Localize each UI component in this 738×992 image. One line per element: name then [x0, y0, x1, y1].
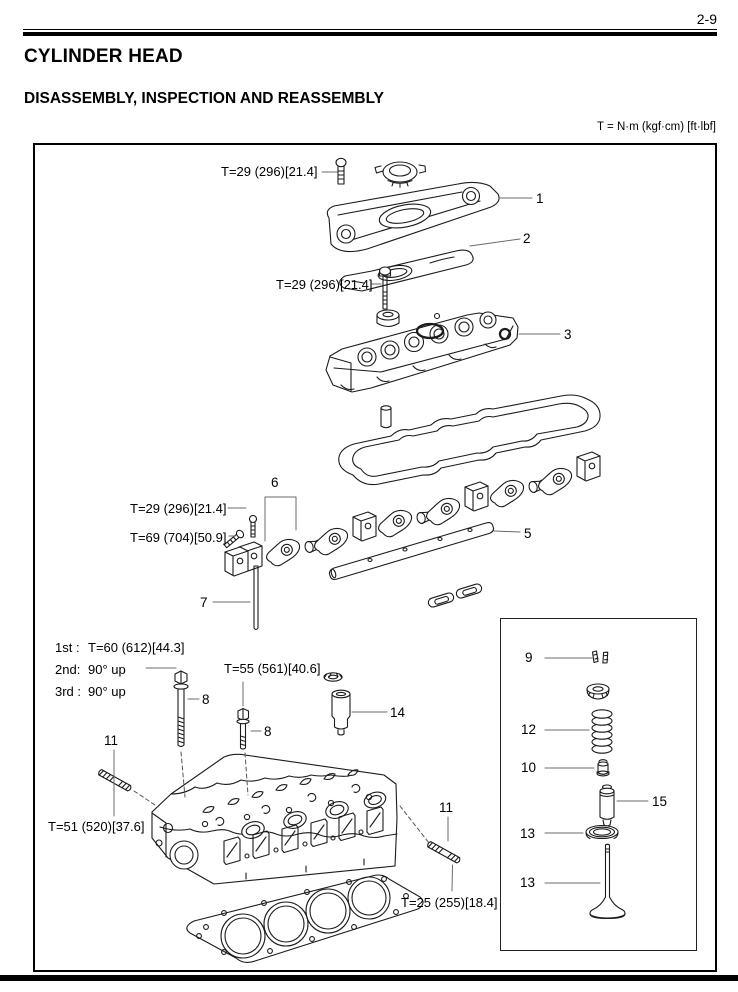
assembly-dashed-lines: [133, 751, 430, 844]
callout-valve-keepers: 9: [525, 650, 533, 665]
note-ordinal-3: 3rd :: [55, 684, 82, 699]
cylinder-head-drawing: [151, 753, 398, 885]
page-bottom-bar: [0, 975, 738, 981]
torque-label-rocker-set-bolt: T=29 (296)[21.4]: [130, 501, 227, 516]
callout-cover-plate: 2: [523, 231, 531, 246]
woodruff-keys-drawing: [427, 583, 483, 608]
callout-stem-seal: 10: [521, 760, 537, 775]
callout-stud-rear: 11: [439, 800, 454, 815]
shaft-rod-drawing: [253, 565, 259, 631]
head-bolt-tightening-note: 1st : T=60 (612)[44.3] 2nd: 90° up 3rd : 90…: [55, 637, 184, 703]
note-value-3: 90° up: [88, 684, 126, 699]
torque-label-nozzle-bolt: T=55 (561)[40.6]: [224, 661, 321, 676]
page-number: 2-9: [696, 11, 717, 27]
callout-valve-guide: 15: [652, 794, 668, 809]
head-gasket-drawing: [186, 874, 424, 964]
oil-filler-cap-drawing: [374, 161, 427, 188]
note-ordinal-1: 1st :: [55, 640, 80, 655]
note-line-1: 1st : T=60 (612)[44.3]: [55, 637, 184, 659]
cover-gasket-drawing: [338, 394, 601, 486]
valve-keepers-drawing: [591, 650, 609, 664]
valve-drawing: [589, 843, 626, 920]
callout-head-bolt-short: 8: [264, 724, 272, 739]
torque-label-cover-bolt-lower: T=29 (296)[21.4]: [276, 277, 373, 292]
valve-spring-drawing: [591, 709, 613, 754]
callout-stud-front: 11: [104, 733, 119, 748]
rocker-shaft-bolt-drawing: [223, 529, 245, 549]
note-line-3: 3rd : 90° up: [55, 681, 184, 703]
note-value-1: T=60 (612)[44.3]: [88, 640, 185, 655]
grommet-drawing: [376, 309, 400, 328]
spring-retainer-drawing: [586, 683, 610, 700]
torque-label-rocker-shaft-bolt: T=69 (704)[50.9]: [130, 530, 227, 545]
nozzle-sleeve-drawing: [331, 689, 351, 736]
header-rule-thin: [23, 29, 717, 30]
callout-valve-cover: 3: [564, 327, 572, 342]
valve-guide-drawing: [599, 784, 615, 827]
leader-lines: [113, 171, 649, 892]
page-title: CYLINDER HEAD: [24, 46, 183, 67]
callout-rocker-arms: 6: [271, 475, 279, 490]
stud-rear-drawing: [426, 840, 462, 865]
note-value-2: 90° up: [88, 662, 126, 677]
stud-front-drawing: [97, 768, 133, 793]
spacer-tube-drawing: [380, 405, 392, 429]
torque-label-stud-front: T=51 (520)[37.6]: [48, 819, 145, 834]
rocker-shaft-drawing: [328, 522, 495, 580]
header-rule-thick: [23, 32, 717, 36]
callout-head-bolt-long: 8: [202, 692, 210, 707]
rocker-set-bolt-drawing: [248, 514, 258, 538]
note-line-2: 2nd: 90° up: [55, 659, 184, 681]
torque-label-stud-rear: T=25 (255)[18.4]: [401, 895, 498, 910]
valve-parts-inset-box: [500, 618, 697, 951]
spring-seat-drawing: [585, 824, 619, 840]
head-cover-drawing: [326, 181, 500, 253]
callout-shaft-rod: 7: [200, 595, 208, 610]
callout-rocker-shaft: 5: [524, 526, 532, 541]
section-title: DISASSEMBLY, INSPECTION AND REASSEMBLY: [24, 90, 385, 107]
torque-label-cover-bolt-upper: T=29 (296)[21.4]: [221, 164, 318, 179]
callout-valve: 13: [520, 875, 536, 890]
stem-seal-drawing: [596, 759, 610, 777]
cover-bolt-drawing: [335, 157, 347, 185]
callout-head-cover: 1: [536, 191, 544, 206]
rocker-stand-drawing: [224, 546, 249, 577]
nozzle-seal-drawing: [323, 672, 343, 682]
figure-frame: [33, 143, 717, 972]
cover-bolt-long-drawing: [378, 266, 392, 310]
cylinder-head-cover-drawing: [325, 311, 519, 393]
callout-nozzle-sleeve: 14: [390, 705, 406, 720]
note-ordinal-2: 2nd:: [55, 662, 81, 677]
head-bolt-short-drawing: [236, 707, 250, 750]
callout-spring-seat: 13: [520, 826, 536, 841]
torque-unit-legend: T = N·m (kgf·cm) [ft·lbf]: [597, 121, 716, 133]
callout-valve-spring: 12: [521, 722, 537, 737]
head-bolt-long-drawing: [173, 670, 189, 748]
